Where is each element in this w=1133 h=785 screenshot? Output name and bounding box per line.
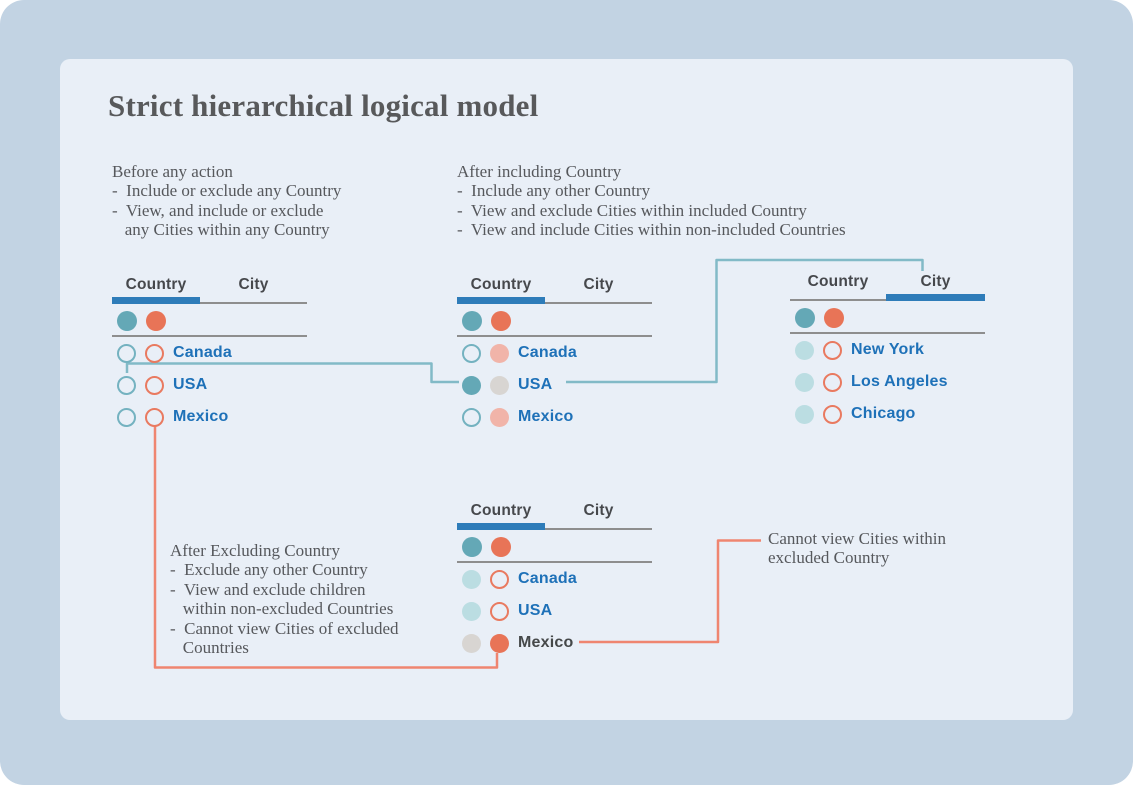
list-item: Canada <box>457 563 652 595</box>
note-line: Cannot view Cities within <box>768 529 947 548</box>
include-legend-icon <box>462 311 482 331</box>
include-toggle-icon <box>795 404 814 424</box>
note-before-any-action: Before any action - Include or exclude a… <box>112 162 452 240</box>
exclude-legend-icon <box>824 308 844 328</box>
tab-country: Country <box>112 270 200 304</box>
filter-panel-after-excluding-country: Country City Canada USA Mexico <box>457 496 652 659</box>
row-label: Mexico <box>518 408 574 425</box>
note-line: Before any action <box>112 162 233 181</box>
include-toggle-icon <box>462 375 481 395</box>
include-toggle-icon <box>462 569 481 589</box>
list-item: Mexico <box>112 401 307 433</box>
note-line: - Exclude any other Country <box>170 560 368 580</box>
note-line: within non-excluded Countries <box>170 599 394 619</box>
note-line: Countries <box>170 638 249 658</box>
include-toggle-icon <box>117 343 136 363</box>
legend <box>790 301 985 334</box>
exclude-toggle-icon <box>145 375 164 395</box>
tab-country: Country <box>457 270 545 304</box>
tab-city: City <box>545 496 652 530</box>
exclude-toggle-icon <box>823 404 842 424</box>
row-label: Canada <box>518 570 577 587</box>
row-label: Mexico <box>518 634 574 651</box>
list-item: Canada <box>457 337 652 369</box>
note-line: any Cities within any Country <box>112 220 330 240</box>
exclude-toggle-icon <box>490 633 509 653</box>
row-label: USA <box>173 376 208 393</box>
tab-country: Country <box>457 496 545 530</box>
list-item: New York <box>790 334 985 366</box>
note-after-excluding-country: After Excluding Country - Exclude any ot… <box>170 541 470 657</box>
include-toggle-icon <box>795 340 814 360</box>
list-item: Canada <box>112 337 307 369</box>
list-item: USA <box>112 369 307 401</box>
list-item: USA <box>457 369 652 401</box>
legend <box>112 304 307 337</box>
include-legend-icon <box>462 537 482 557</box>
row-label: Chicago <box>851 405 916 422</box>
list-item: USA <box>457 595 652 627</box>
tab-bar: Country City <box>457 496 652 530</box>
note-line: - View and exclude children <box>170 579 366 599</box>
tab-bar: Country City <box>112 270 307 304</box>
list-item: Mexico <box>457 627 652 659</box>
tab-city: City <box>545 270 652 304</box>
include-toggle-icon <box>795 372 814 392</box>
note-line: - View, and include or exclude <box>112 200 324 220</box>
note-line: After including Country <box>457 162 622 181</box>
exclude-toggle-icon <box>823 340 842 360</box>
include-toggle-icon <box>462 633 481 653</box>
include-toggle-icon <box>462 407 481 427</box>
row-label: Los Angeles <box>851 373 948 390</box>
note-line: - Include or exclude any Country <box>112 181 342 201</box>
note-line: - View and include Cities within non-inc… <box>457 220 846 240</box>
note-line: - Include any other Country <box>457 181 651 201</box>
note-line: After Excluding Country <box>170 541 340 560</box>
include-legend-icon <box>117 311 137 331</box>
row-label: USA <box>518 602 553 619</box>
row-label: Mexico <box>173 408 229 425</box>
page-title: Strict hierarchical logical model <box>108 88 539 123</box>
note-after-including-country: After including Country - Include any ot… <box>457 162 927 240</box>
exclude-legend-icon <box>491 311 511 331</box>
filter-panel-after-including-country: Country City Canada USA Mexico <box>457 270 652 433</box>
filter-panel-city-view: Country City New York Los Angeles Chicag… <box>790 267 985 430</box>
note-cannot-view-excluded: Cannot view Cities within excluded Count… <box>768 529 1008 568</box>
exclude-toggle-icon <box>490 569 509 589</box>
exclude-toggle-icon <box>145 343 164 363</box>
row-label: USA <box>518 376 553 393</box>
exclude-toggle-icon <box>490 601 509 621</box>
exclude-legend-icon <box>491 537 511 557</box>
tab-country: Country <box>790 267 886 301</box>
tab-city: City <box>886 267 985 301</box>
row-label: Canada <box>173 344 232 361</box>
note-line: - Cannot view Cities of excluded <box>170 618 399 638</box>
tab-bar: Country City <box>457 270 652 304</box>
include-toggle-icon <box>117 375 136 395</box>
tab-bar: Country City <box>790 267 985 301</box>
exclude-legend-icon <box>146 311 166 331</box>
include-toggle-icon <box>117 407 136 427</box>
row-label: Canada <box>518 344 577 361</box>
exclude-toggle-icon <box>823 372 842 392</box>
exclude-toggle-icon <box>490 343 509 363</box>
exclude-toggle-icon <box>490 375 509 395</box>
tab-city: City <box>200 270 307 304</box>
exclude-toggle-icon <box>145 407 164 427</box>
legend <box>457 304 652 337</box>
list-item: Mexico <box>457 401 652 433</box>
row-label: New York <box>851 341 925 358</box>
note-line: - View and exclude Cities within include… <box>457 200 807 220</box>
include-toggle-icon <box>462 601 481 621</box>
legend <box>457 530 652 563</box>
exclude-toggle-icon <box>490 407 509 427</box>
note-line: excluded Country <box>768 548 890 568</box>
list-item: Chicago <box>790 398 985 430</box>
filter-panel-before-any-action: Country City Canada USA Mexico <box>112 270 307 433</box>
include-toggle-icon <box>462 343 481 363</box>
list-item: Los Angeles <box>790 366 985 398</box>
include-legend-icon <box>795 308 815 328</box>
